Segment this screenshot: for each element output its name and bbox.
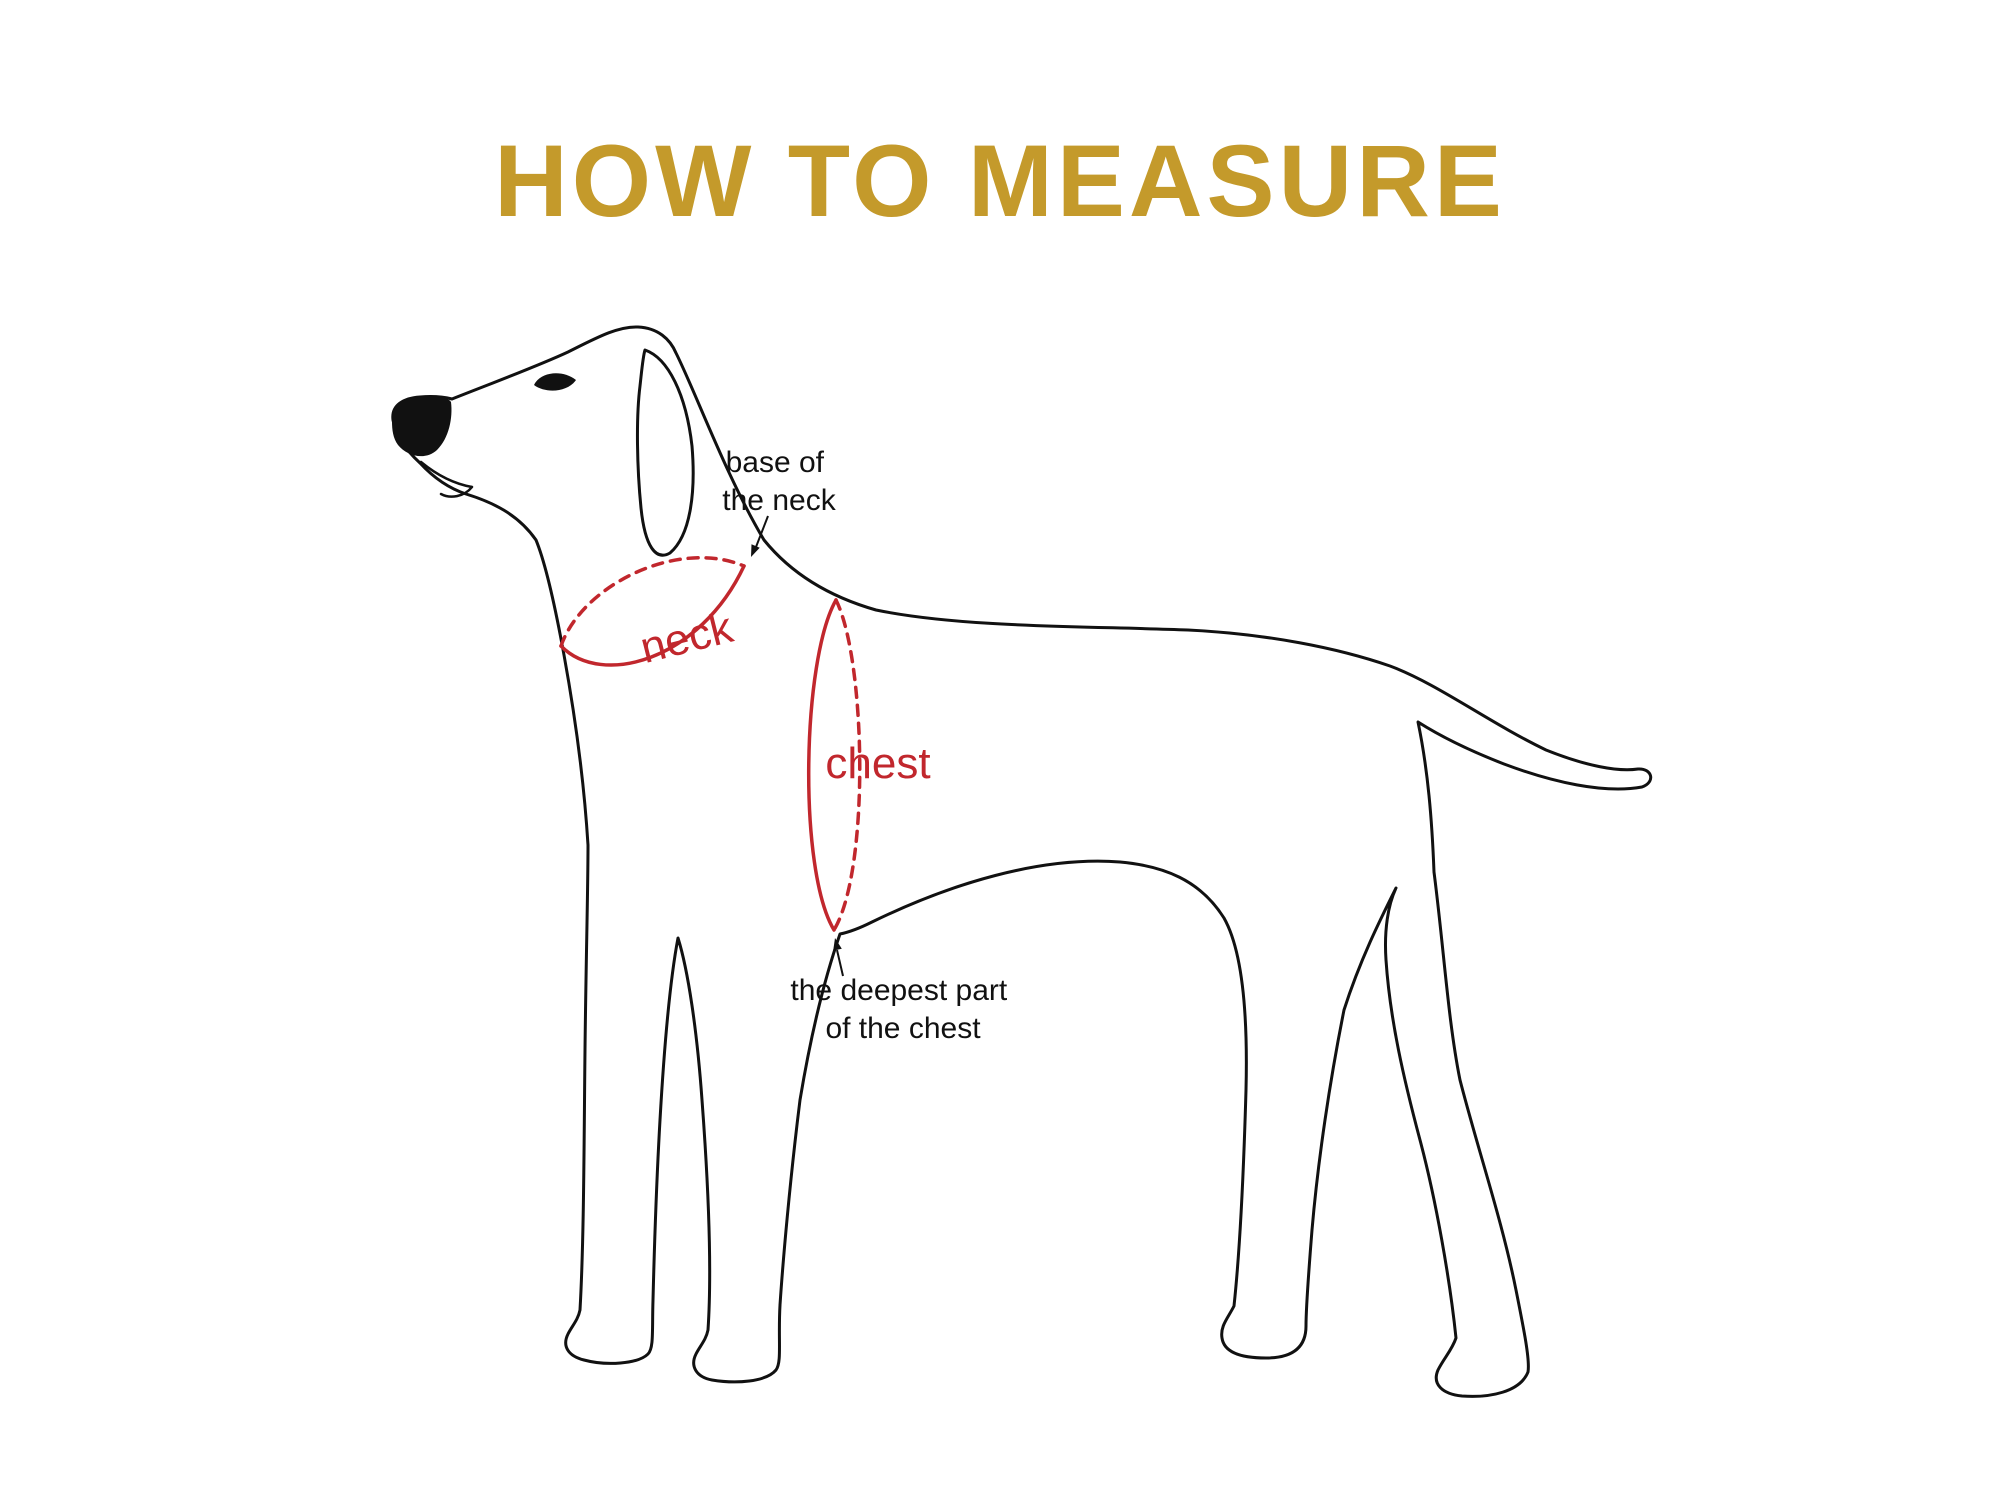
deepest-chest-line2: of the chest xyxy=(825,1012,981,1045)
dog-body-outline xyxy=(391,325,1653,1398)
base-of-neck-annotation: base of the neck xyxy=(722,446,836,517)
deepest-chest-arrowhead xyxy=(833,938,842,951)
neck-measure-solid-arc xyxy=(559,564,746,667)
dog-eye xyxy=(534,373,576,391)
base-of-neck-arrowhead xyxy=(751,544,760,557)
dog-nose xyxy=(391,396,452,457)
page-title: HOW TO MEASURE xyxy=(494,124,1506,238)
dog-ear xyxy=(635,348,695,557)
base-of-neck-line1: base of xyxy=(726,446,825,479)
deepest-chest-arrow xyxy=(836,949,844,977)
neck-measure-dashed-arc xyxy=(559,556,746,648)
base-of-neck-line2: the neck xyxy=(722,484,836,517)
chest-measure-dashed-arc xyxy=(832,598,862,932)
base-of-neck-arrow xyxy=(755,515,769,548)
deepest-chest-line1: the deepest part xyxy=(790,974,1007,1007)
deepest-chest-annotation: the deepest part of the chest xyxy=(790,974,1015,1045)
dog-mouth-line xyxy=(419,460,474,498)
chest-measure-label: chest xyxy=(825,739,930,788)
chest-measure-solid-arc xyxy=(806,598,838,932)
